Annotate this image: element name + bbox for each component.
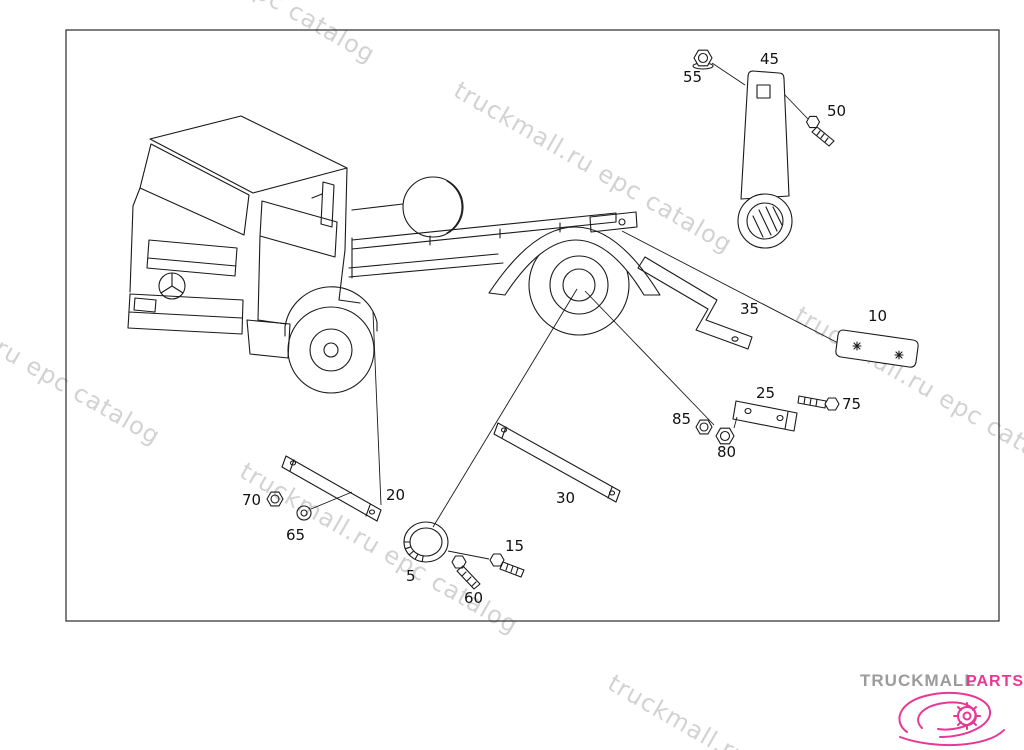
part-50-bolt — [805, 115, 835, 147]
part-10-reflector — [835, 329, 919, 368]
part-35-bracket — [637, 256, 753, 350]
callout-35: 35 — [740, 300, 759, 318]
callout-25: 25 — [756, 384, 775, 402]
callout-75: 75 — [842, 395, 861, 413]
truck-drawing — [127, 115, 661, 394]
watermark-text: truckmall.ru epc catalog — [235, 457, 523, 640]
part-20-strip — [281, 455, 382, 522]
callout-85: 85 — [672, 410, 691, 428]
part-15-bolt — [489, 553, 525, 578]
part-45-reflector-bracket — [737, 70, 793, 249]
part-70-nut — [266, 491, 284, 507]
logo-swirl-icon — [898, 691, 1005, 746]
callout-10: 10 — [868, 307, 887, 325]
callout-labels: 5 10 15 20 25 30 35 45 50 55 60 65 70 75… — [242, 50, 887, 607]
logo-brand-text: TRUCKMALL — [860, 671, 976, 690]
mirror — [311, 181, 335, 228]
watermark-text: truckmall.ru epc catalog — [790, 301, 1024, 484]
part-65-washer — [296, 505, 312, 521]
part-85-nut — [695, 419, 713, 435]
callout-65: 65 — [286, 526, 305, 544]
part-80-nut — [715, 427, 735, 445]
part-55-nut — [692, 49, 714, 70]
leader-lines — [310, 62, 841, 560]
callout-30: 30 — [556, 489, 575, 507]
callout-15: 15 — [505, 537, 524, 555]
part-75-bolt — [797, 395, 840, 411]
brand-logo: TRUCKMALL PARTS — [860, 671, 1024, 746]
watermark-text: truckmall.ru epc catalog — [92, 0, 380, 69]
watermark-text: truckmall.ru epc catalog — [603, 669, 891, 750]
logo-accent-text: PARTS — [966, 673, 1024, 690]
callout-5: 5 — [406, 567, 416, 585]
callout-55: 55 — [683, 68, 702, 86]
callout-45: 45 — [760, 50, 779, 68]
part-60-bolt — [451, 555, 481, 590]
callout-70: 70 — [242, 491, 261, 509]
diagram-border — [65, 29, 1000, 622]
part-5-round-reflector — [403, 521, 449, 563]
watermark-text: truckmall.ru epc catalog — [0, 268, 165, 451]
callout-50: 50 — [827, 102, 846, 120]
part-30-strip — [493, 422, 621, 503]
rear-fender — [488, 226, 661, 296]
callout-60: 60 — [464, 589, 483, 607]
callout-80: 80 — [717, 443, 736, 461]
part-25-bracket — [732, 400, 798, 432]
callout-20: 20 — [386, 486, 405, 504]
